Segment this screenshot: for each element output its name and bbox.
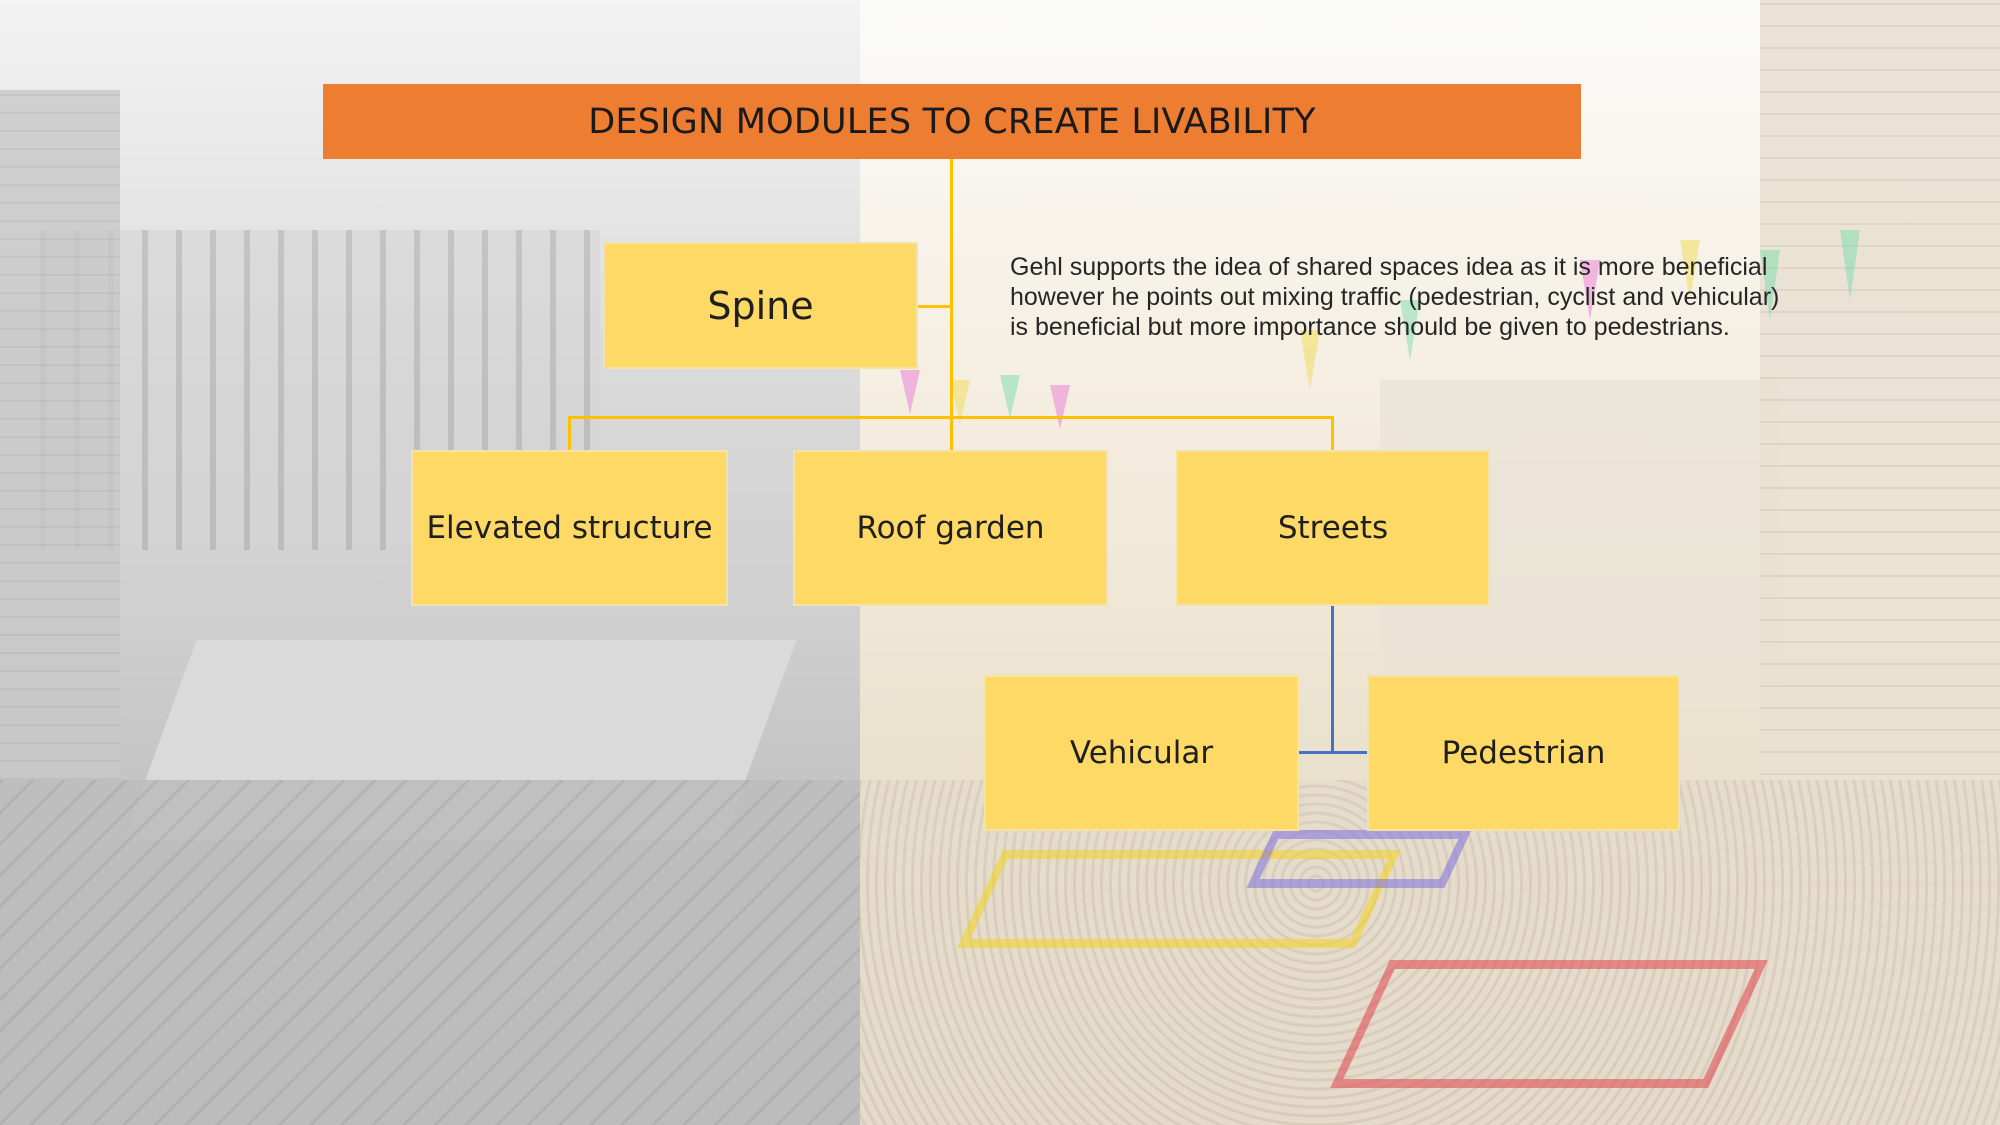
bunting-flag	[1300, 330, 1320, 390]
background-brick-wall	[0, 90, 120, 850]
hopscotch-mark	[1246, 830, 1472, 888]
diagram-title: DESIGN MODULES TO CREATE LIVABILITY	[588, 101, 1316, 142]
node-pedestrian: Pedestrian	[1367, 675, 1680, 831]
background-cobblestone	[860, 780, 2000, 1125]
node-streets: Streets	[1176, 450, 1490, 606]
connector-to-elevated	[568, 416, 571, 450]
node-spine-label: Spine	[707, 283, 814, 328]
node-elevated-structure-label: Elevated structure	[426, 510, 713, 546]
connector-title-to-spine	[950, 159, 953, 450]
node-vehicular: Vehicular	[984, 675, 1299, 831]
bunting-flag	[1760, 250, 1780, 320]
node-roof-garden-label: Roof garden	[856, 510, 1045, 546]
connector-spine-stub	[918, 305, 951, 308]
bunting-flag	[1400, 300, 1420, 360]
node-elevated-structure: Elevated structure	[411, 450, 728, 606]
bunting-flag	[1050, 385, 1070, 429]
connector-vehicular-pedestrian	[1298, 751, 1367, 754]
title-bar: DESIGN MODULES TO CREATE LIVABILITY	[323, 84, 1581, 159]
bunting-flag	[1680, 240, 1700, 300]
node-vehicular-label: Vehicular	[1069, 735, 1214, 771]
connector-streets-down	[1331, 606, 1334, 753]
bunting-flag	[950, 380, 970, 424]
bunting-flag	[1840, 230, 1860, 300]
background-ground	[0, 780, 860, 1125]
node-spine: Spine	[603, 242, 918, 369]
bunting-flag	[1580, 260, 1600, 320]
connector-horizontal-modules	[568, 416, 1334, 419]
description-text: Gehl supports the idea of shared spaces …	[1010, 253, 1780, 341]
hopscotch-mark	[1330, 960, 1768, 1088]
node-streets-label: Streets	[1277, 510, 1389, 546]
node-pedestrian-label: Pedestrian	[1441, 735, 1606, 771]
bunting-flag	[1000, 375, 1020, 419]
connector-to-streets	[1331, 416, 1334, 450]
node-roof-garden: Roof garden	[793, 450, 1108, 606]
bunting-flag	[900, 370, 920, 414]
